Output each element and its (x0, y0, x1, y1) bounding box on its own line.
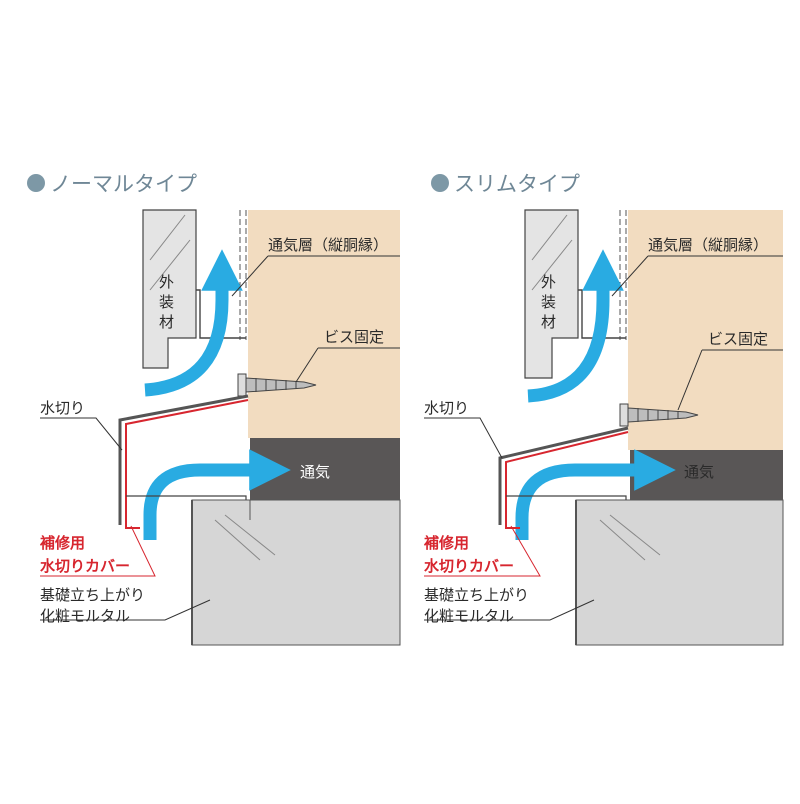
mortar-hatch (214, 514, 276, 561)
svg-text:外: 外 (159, 273, 174, 291)
flashing (118, 394, 249, 525)
panel-title: ノーマルタイプ (50, 172, 197, 196)
screw-icon (619, 403, 699, 427)
leader-line-air-layer (231, 255, 269, 297)
leader-line-air-layer (611, 255, 649, 297)
panel-normal-type: ノーマルタイプ (27, 172, 401, 646)
wood-wall (248, 210, 400, 438)
cladding-label: 外 装 材 (541, 273, 556, 331)
foundation-label-line1: 基礎立ち上がり (424, 586, 529, 604)
leader-line-screw (295, 347, 319, 383)
mortar-hatch (599, 514, 661, 561)
foundation-label-line2: 化粧モルタル (424, 607, 514, 625)
cladding-label: 外 装 材 (159, 273, 174, 331)
panel-slim-type: スリムタイプ (423, 172, 784, 646)
svg-text:材: 材 (541, 313, 556, 331)
circle-bullet-icon (27, 174, 45, 192)
foundation-label-line1: 基礎立ち上がり (40, 586, 145, 604)
vent-slot (126, 495, 247, 500)
cladding-hatch (149, 214, 191, 291)
leader-line-repair-cover (424, 525, 541, 577)
airflow-label: 通気 (300, 463, 330, 481)
flashing (498, 426, 629, 525)
foundation-wall (575, 499, 784, 646)
leader-line-flashing (40, 417, 123, 451)
foundation-wall (191, 499, 401, 646)
flashing-label: 水切り (424, 399, 469, 417)
air-layer-label: 通気層（縦胴縁） (268, 236, 388, 254)
repair-cover (125, 399, 249, 529)
airflow-arrow-icon (527, 249, 624, 403)
screw-label: ビス固定 (324, 328, 384, 346)
airflow-label: 通気 (684, 463, 714, 481)
airflow-arrow-icon (143, 449, 291, 540)
leader-line-foundation (424, 599, 595, 621)
repair-cover-label-line1: 補修用 (423, 534, 469, 552)
furring-strip (619, 210, 627, 340)
screw-label: ビス固定 (708, 330, 768, 348)
furring-strip (239, 210, 247, 340)
air-layer-label: 通気層（縦胴縁） (648, 236, 768, 254)
repair-cover-label-line2: 水切りカバー (424, 557, 514, 575)
leader-line-foundation (40, 599, 211, 621)
leader-line-flashing (424, 417, 503, 459)
cladding-hatch (531, 214, 573, 291)
svg-text:装: 装 (541, 293, 556, 311)
svg-text:外: 外 (541, 273, 556, 291)
leader-line-screw (677, 349, 703, 411)
airflow-arrow-icon (144, 249, 243, 397)
repair-cover-label-line1: 補修用 (39, 534, 85, 552)
svg-text:材: 材 (159, 313, 174, 331)
svg-text:装: 装 (159, 293, 174, 311)
repair-cover (505, 431, 629, 529)
circle-bullet-icon (431, 174, 449, 192)
leader-line-repair-cover (40, 525, 156, 577)
screw-icon (237, 373, 317, 397)
airflow-arrow-icon (515, 449, 676, 540)
foundation-label-line2: 化粧モルタル (40, 607, 130, 625)
panel-title: スリムタイプ (454, 172, 580, 196)
flashing-label: 水切り (40, 399, 85, 417)
repair-cover-label-line2: 水切りカバー (40, 557, 130, 575)
vent-slot (506, 495, 627, 500)
